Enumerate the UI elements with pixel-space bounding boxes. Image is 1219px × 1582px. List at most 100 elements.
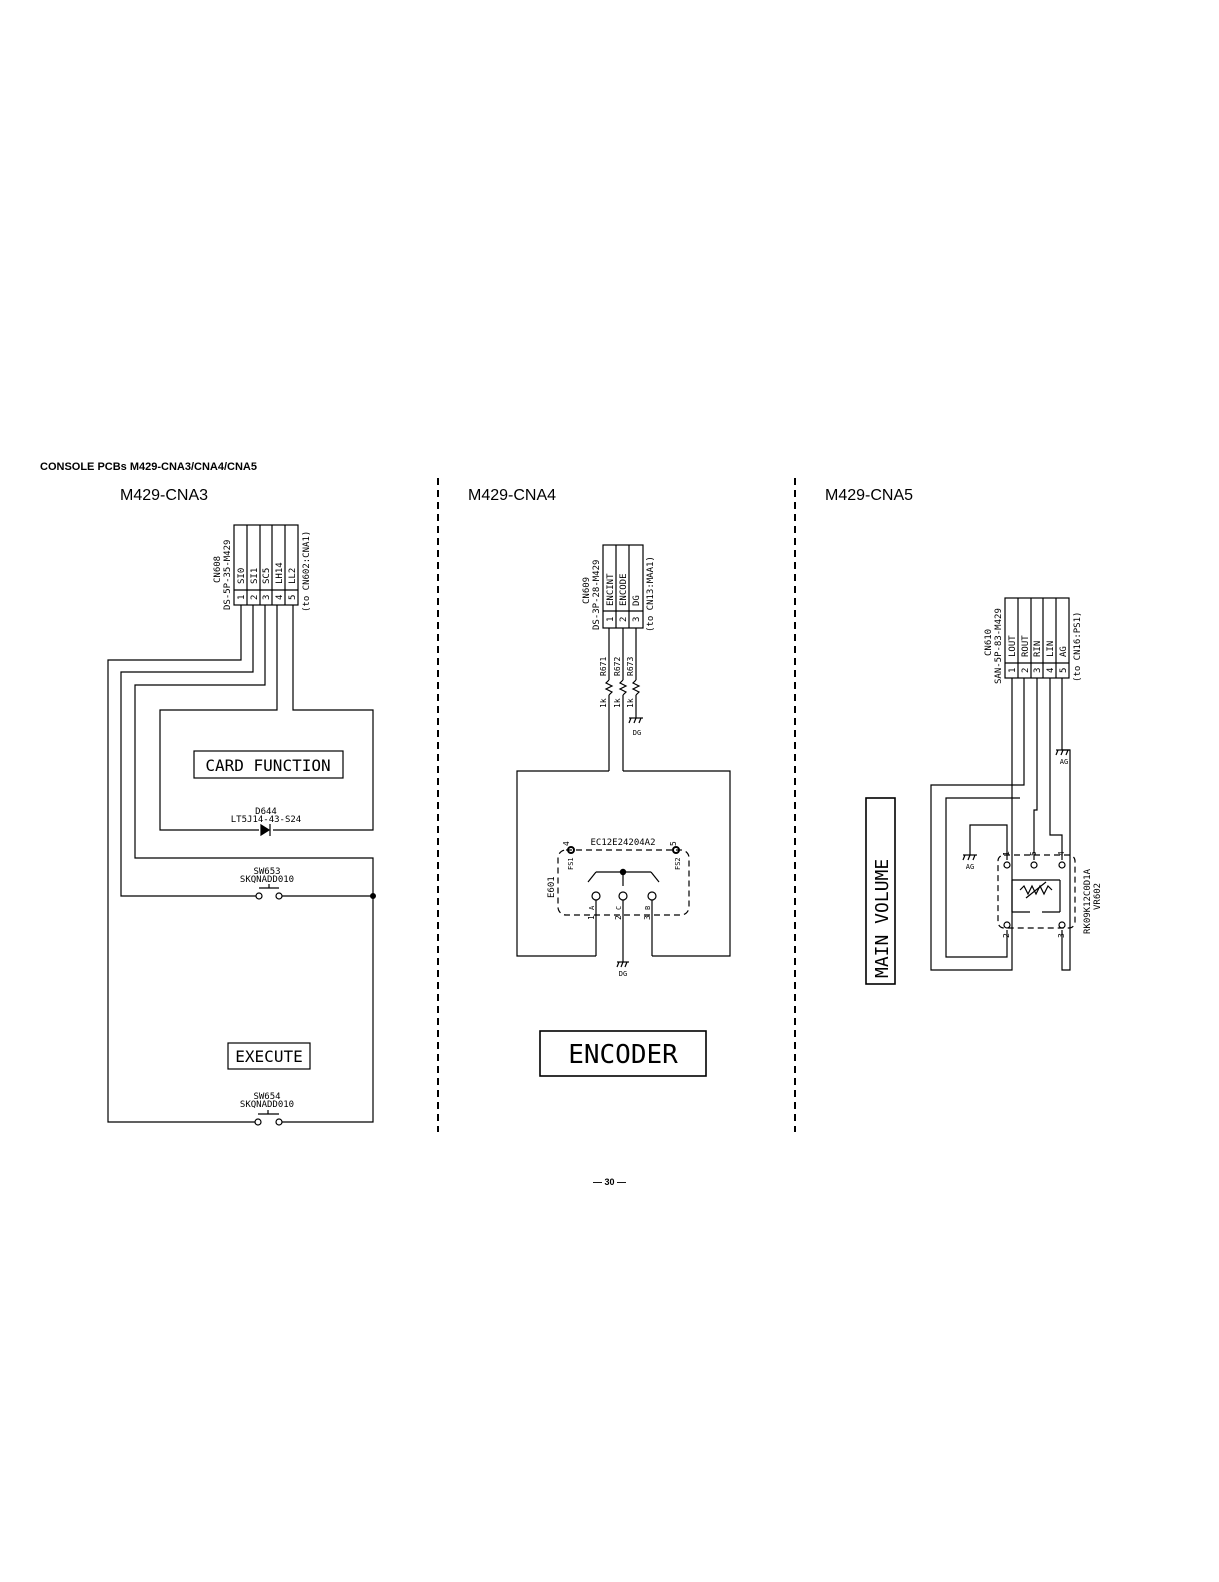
r672-ref: R672 bbox=[613, 657, 622, 676]
encoder-pin1-num: 1 bbox=[587, 915, 596, 920]
cna3-pin4-num: 4 bbox=[275, 595, 285, 600]
pot-part: RK09K12C0D1A bbox=[1083, 868, 1093, 934]
encoder-dashed-body bbox=[557, 849, 690, 916]
encoder-switch-symbol bbox=[587, 868, 660, 962]
card-function-label: CARD FUNCTION bbox=[205, 756, 330, 775]
execute-box bbox=[227, 1042, 311, 1070]
led-d644-symbol bbox=[260, 823, 271, 837]
sw653-symbol bbox=[255, 884, 283, 900]
cna3-connector-ref: CN608 bbox=[213, 556, 223, 583]
encoder-label: ENCODER bbox=[568, 1040, 678, 1070]
cna3-pin1-num: 1 bbox=[237, 595, 247, 600]
cna5-wires bbox=[930, 678, 1071, 971]
main-volume-label: MAIN VOLUME bbox=[872, 859, 893, 978]
fixing-left-pin bbox=[567, 846, 575, 854]
ag-label-top: AG bbox=[1060, 758, 1068, 766]
encoder-label-box bbox=[539, 1030, 707, 1077]
cna5-connector-note: (to CN16:PS1) bbox=[1073, 612, 1083, 682]
r673-ref: R673 bbox=[626, 657, 635, 676]
cna3-pin3-signal: SC5 bbox=[262, 568, 272, 584]
cna4-pin3-num: 3 bbox=[632, 617, 642, 622]
fixing-left-label: FS1 bbox=[567, 857, 575, 870]
r672-value: 1k bbox=[613, 698, 622, 708]
encoder-pin3-num: 3 bbox=[643, 915, 652, 920]
dg-label-top: DG bbox=[633, 729, 641, 737]
cna5-title: M429-CNA5 bbox=[825, 487, 914, 504]
encoder-pin-c-label: C bbox=[615, 906, 623, 910]
dg-ground-symbol-bottom bbox=[616, 961, 629, 968]
encoder-pin-b-label: B bbox=[644, 906, 652, 910]
cna3-title: M429-CNA3 bbox=[120, 487, 209, 504]
cna5-pin2-num: 2 bbox=[1021, 668, 1031, 673]
r673-value: 1k bbox=[626, 698, 635, 708]
cna5-pin1-signal: LOUT bbox=[1008, 635, 1018, 657]
pot-pin1-num: 1 bbox=[1002, 851, 1011, 856]
cna4-resistor-wires bbox=[604, 628, 641, 771]
fixing-left-pin-num: 4 bbox=[562, 841, 571, 846]
pot-ref: VR602 bbox=[1093, 883, 1103, 910]
cna5-pin5-signal: AG bbox=[1059, 646, 1069, 657]
cna3-connector-part: DS-5P-35-M429 bbox=[223, 540, 233, 610]
cna4-pin1-num: 1 bbox=[606, 617, 616, 622]
r671-value: 1k bbox=[599, 698, 608, 708]
pot-pin5-num: 5 bbox=[1029, 851, 1038, 856]
cna3-pin2-num: 2 bbox=[250, 595, 260, 600]
cna5-connector-part: SAN-5P-83-M429 bbox=[994, 608, 1004, 684]
potentiometer-symbol bbox=[1003, 861, 1066, 929]
cna4-pin1-signal: ENCINT bbox=[606, 573, 616, 606]
cna3-pin5-signal: LL2 bbox=[288, 568, 298, 584]
main-volume-box bbox=[865, 797, 896, 985]
ag-ground-symbol-top bbox=[1055, 749, 1070, 756]
cna5-pin3-signal: RIN bbox=[1033, 641, 1043, 657]
cna4-pin2-signal: ENCODE bbox=[619, 573, 629, 606]
cna3-connector bbox=[233, 524, 299, 606]
cna5-pin1-num: 1 bbox=[1008, 668, 1018, 673]
cna5-connector bbox=[1004, 597, 1070, 679]
cna3-connector-note: (to CN602:CNA1) bbox=[302, 531, 312, 612]
page-number: — 30 — bbox=[592, 1177, 626, 1187]
sw653-part: SKQNADD010 bbox=[240, 875, 294, 885]
r671-ref: R671 bbox=[599, 657, 608, 676]
cna3-pin3-num: 3 bbox=[262, 595, 272, 600]
encoder-ref: E601 bbox=[547, 876, 557, 898]
cna3-pin1-signal: SI0 bbox=[237, 568, 247, 584]
page-title: CONSOLE PCBs M429-CNA3/CNA4/CNA5 bbox=[40, 461, 257, 473]
cna3-pin4-signal: LH14 bbox=[275, 562, 285, 584]
ag-ground-symbol-left bbox=[962, 854, 977, 861]
fixing-right-label: FS2 bbox=[674, 857, 682, 870]
pot-pin3-num: 3 bbox=[1057, 933, 1066, 938]
cna3-pin5-num: 5 bbox=[288, 595, 298, 600]
sw653-ref: SW653 bbox=[253, 867, 280, 877]
led-part: LT5J14-43-S24 bbox=[231, 815, 301, 825]
cna4-connector-note: (to CN13:MAA1) bbox=[646, 556, 656, 632]
sw654-ref: SW654 bbox=[253, 1092, 280, 1102]
cna3-pin2-signal: SI1 bbox=[250, 568, 260, 584]
cna5-pin3-num: 3 bbox=[1033, 668, 1043, 673]
fixing-right-pin-num: 5 bbox=[669, 841, 678, 846]
encoder-pin-a-label: A bbox=[588, 905, 596, 910]
cna5-pin5-num: 5 bbox=[1059, 668, 1069, 673]
cna5-pin4-signal: LIN bbox=[1046, 641, 1056, 657]
ag-label-left: AG bbox=[966, 863, 974, 871]
cna4-title: M429-CNA4 bbox=[468, 487, 557, 504]
led-ref: D644 bbox=[255, 807, 277, 817]
pot-pin4-num: 4 bbox=[1057, 851, 1066, 856]
dg-label-bottom: DG bbox=[619, 970, 627, 978]
sw654-symbol bbox=[254, 1110, 283, 1126]
cna5-connector-ref: CN610 bbox=[984, 629, 994, 656]
encoder-part: EC12E24204A2 bbox=[590, 838, 655, 848]
cna5-pin2-signal: ROUT bbox=[1021, 635, 1031, 657]
execute-label: EXECUTE bbox=[235, 1047, 302, 1066]
cna4-connector-part: DS-3P-28-M429 bbox=[592, 560, 602, 630]
fixing-right-pin bbox=[672, 846, 680, 854]
cna3-wires bbox=[107, 605, 374, 1123]
sw654-part: SKQNADD010 bbox=[240, 1100, 294, 1110]
cna4-pin2-num: 2 bbox=[619, 617, 629, 622]
cna5-pin4-num: 4 bbox=[1046, 668, 1056, 673]
potentiometer-dashed-body bbox=[997, 854, 1076, 929]
cna4-connector-ref: CN609 bbox=[582, 577, 592, 604]
cna3-junction-dot bbox=[370, 892, 377, 899]
card-function-box bbox=[193, 750, 344, 779]
cna4-pin3-signal: DG bbox=[632, 595, 642, 606]
